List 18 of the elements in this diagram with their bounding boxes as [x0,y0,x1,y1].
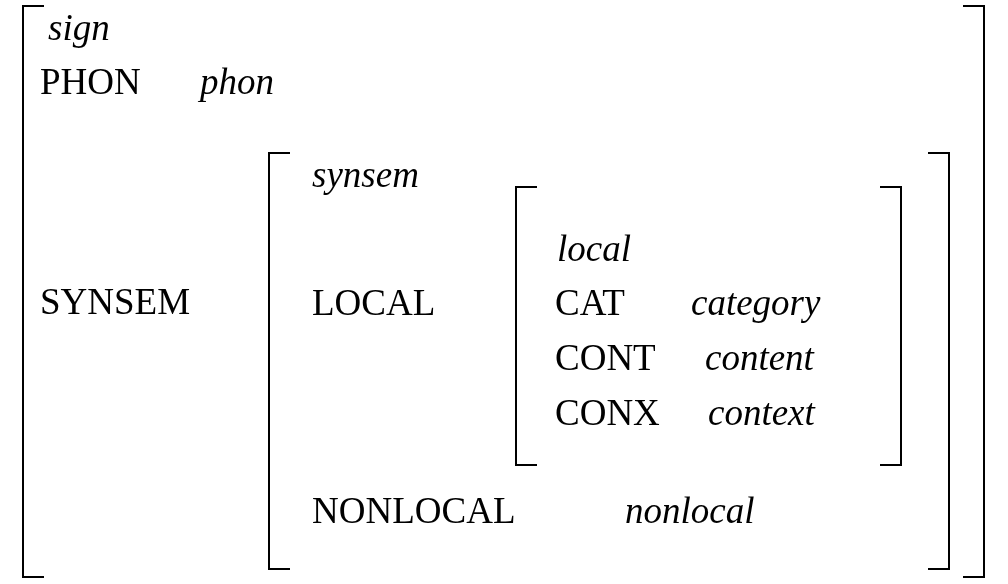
feature-name: CONX [555,394,660,431]
feature-name: LOCAL [312,284,436,321]
feature-name: PHON [40,63,141,100]
feature-name: SYNSEM [40,283,191,320]
type-label: phon [200,63,274,100]
type-label: sign [48,9,110,46]
type-label: context [708,394,815,431]
attribute-value-matrix [22,5,985,578]
type-label: local [557,230,631,267]
attribute-value-matrix [268,152,950,570]
type-label: content [705,339,814,376]
feature-name: CAT [555,284,625,321]
feature-name: NONLOCAL [312,492,516,529]
feature-name: CONT [555,339,656,376]
type-label: category [691,284,821,321]
type-label: nonlocal [625,492,755,529]
attribute-value-matrix [515,186,902,466]
type-label: synsem [312,156,419,193]
